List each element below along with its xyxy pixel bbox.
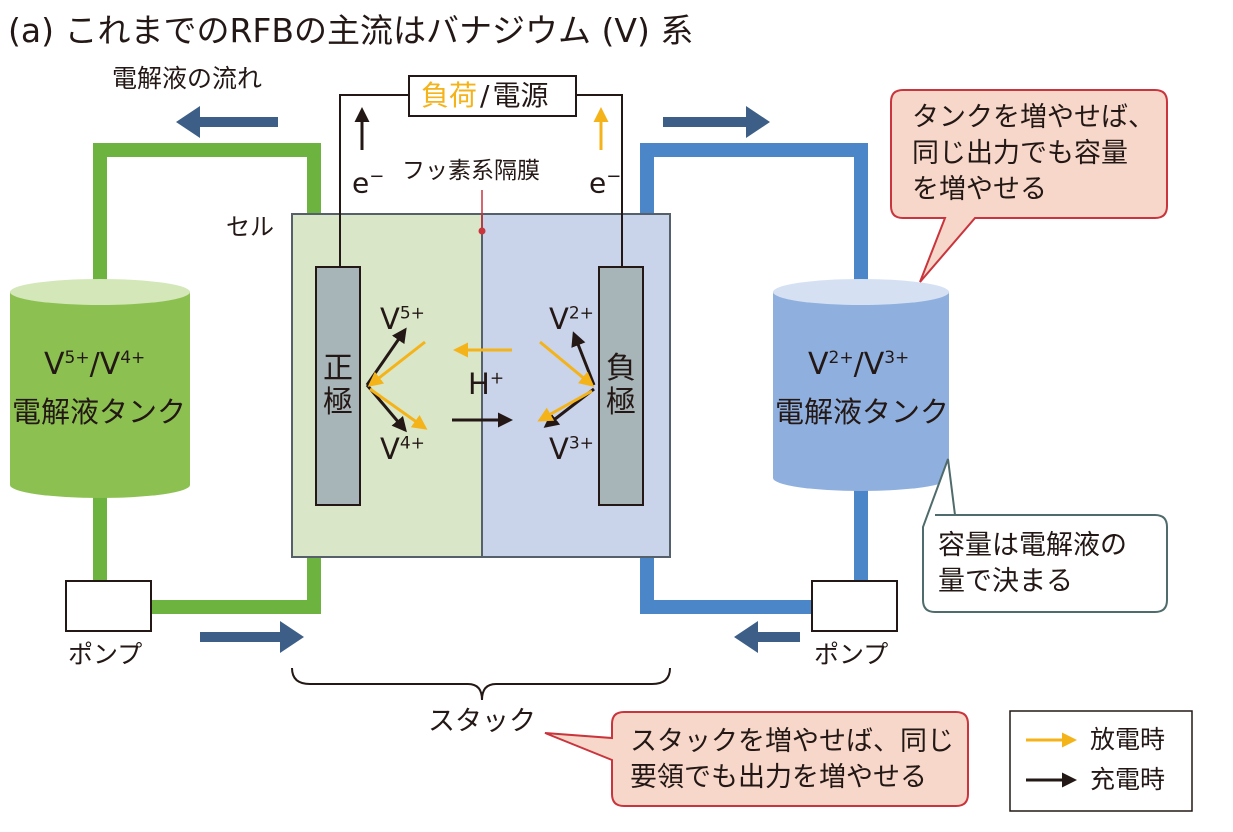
right-tank (773, 279, 949, 491)
left-tank-ion-a: V (44, 347, 65, 382)
ion-v5: V5+ (380, 305, 425, 334)
callout-stack-line2: 要領でも出力を増やせる (630, 762, 927, 793)
reaction-arrows-negative (537, 331, 596, 428)
callout-stack-text: スタックを増やせば、同じ 要領でも出力を増やせる (630, 724, 954, 796)
callout-tank-line1: タンクを増やせば、 (912, 102, 1155, 133)
ion-v3-sup: 3+ (568, 433, 594, 454)
electron-base: e (352, 166, 370, 200)
right-tank-slash: / (853, 347, 864, 382)
ion-v2-sup: 2+ (568, 303, 594, 324)
flow-arrow-top-left (176, 106, 278, 138)
ion-h-sup: + (489, 368, 505, 389)
ion-v4-sup: 4+ (399, 433, 425, 454)
callout-stack-bubble (544, 711, 969, 807)
right-tank-sup-a: 2+ (828, 348, 854, 368)
negative-electrode-plate (598, 266, 644, 506)
pump-label-left: ポンプ (68, 640, 143, 669)
flow-label: 電解液の流れ (112, 64, 263, 93)
flow-arrows (176, 106, 800, 653)
right-tank-label: 電解液タンク (775, 395, 950, 429)
callout-tank-text: タンクを増やせば、 同じ出力でも容量 を増やせる (912, 100, 1155, 208)
left-tank-ions: V5+/V4+ (44, 350, 145, 380)
positive-electrode-plate (315, 266, 361, 506)
electron-label-left: e− (352, 168, 384, 197)
load-label-part1: 負荷 (421, 79, 478, 112)
electron-sup: − (606, 166, 622, 187)
blue-pipes (640, 143, 868, 614)
ion-v2-base: V (549, 302, 569, 336)
callout-capacity-text: 容量は電解液の 量で決まる (938, 528, 1127, 600)
left-tank-ion-b: V (99, 347, 121, 382)
membrane-label: フッ素系隔膜 (402, 158, 540, 184)
load-label-part2: 電源 (492, 79, 549, 112)
ion-v3: V3+ (549, 435, 594, 464)
stack-brace (291, 667, 671, 701)
left-tank (10, 279, 190, 498)
circuit-wires (339, 75, 623, 267)
legend-discharge-label: 放電時 (1090, 725, 1166, 754)
callout-stack-line1: スタックを増やせば、同じ (630, 726, 954, 757)
cell-label: セル (226, 213, 274, 241)
load-box (408, 75, 577, 117)
callout-capacity-bubble (922, 458, 1168, 613)
figure-title: (a) これまでのRFBの主流はバナジウム (V) 系 (8, 11, 694, 50)
ion-v5-base: V (380, 302, 400, 336)
electron-sup: − (369, 166, 385, 187)
ion-v3-base: V (549, 432, 569, 466)
flow-arrow-bottom-left (200, 621, 304, 653)
callout-tank-line3: を増やせる (912, 174, 1047, 205)
left-tank-label: 電解液タンク (12, 395, 187, 429)
ion-v4: V4+ (380, 435, 425, 464)
left-tank-sup-a: 5+ (64, 348, 90, 368)
positive-electrode-label: 正極 (323, 351, 353, 420)
pump-right (811, 580, 898, 632)
callout-capacity-line1: 容量は電解液の (938, 530, 1127, 561)
callout-tank-bubble (890, 89, 1168, 283)
electron-label-right: e− (589, 168, 621, 197)
ion-v2: V2+ (549, 305, 594, 334)
ion-v5-sup: 5+ (399, 303, 425, 324)
green-pipes (93, 143, 321, 614)
legend-box (1009, 710, 1193, 812)
flow-arrow-top-right (663, 106, 770, 138)
flow-arrow-bottom-right (734, 621, 800, 653)
pump-left (65, 580, 152, 632)
callout-tank-line2: 同じ出力でも容量 (912, 138, 1128, 169)
right-tank-ion-a: V (808, 347, 829, 382)
stack-label: スタック (428, 706, 536, 737)
load-label: 負荷/電源 (421, 82, 548, 110)
right-tank-sup-b: 3+ (884, 348, 910, 368)
legend-charge-label: 充電時 (1090, 765, 1166, 794)
negative-electrode-label: 負極 (606, 351, 636, 420)
left-tank-slash: / (89, 347, 100, 382)
reaction-arrows-positive (365, 327, 428, 433)
ion-v4-base: V (380, 432, 400, 466)
callout-capacity-line2: 量で決まる (938, 566, 1073, 597)
membrane-pointer-dot (478, 227, 486, 235)
ion-h: H+ (468, 370, 504, 399)
ion-h-base: H (468, 367, 490, 401)
right-tank-ions: V2+/V3+ (808, 350, 909, 380)
left-tank-sup-b: 4+ (120, 348, 146, 368)
pump-label-right: ポンプ (814, 640, 889, 669)
right-tank-ion-b: V (863, 347, 885, 382)
load-label-slash: / (480, 79, 490, 112)
electron-base: e (589, 166, 607, 200)
